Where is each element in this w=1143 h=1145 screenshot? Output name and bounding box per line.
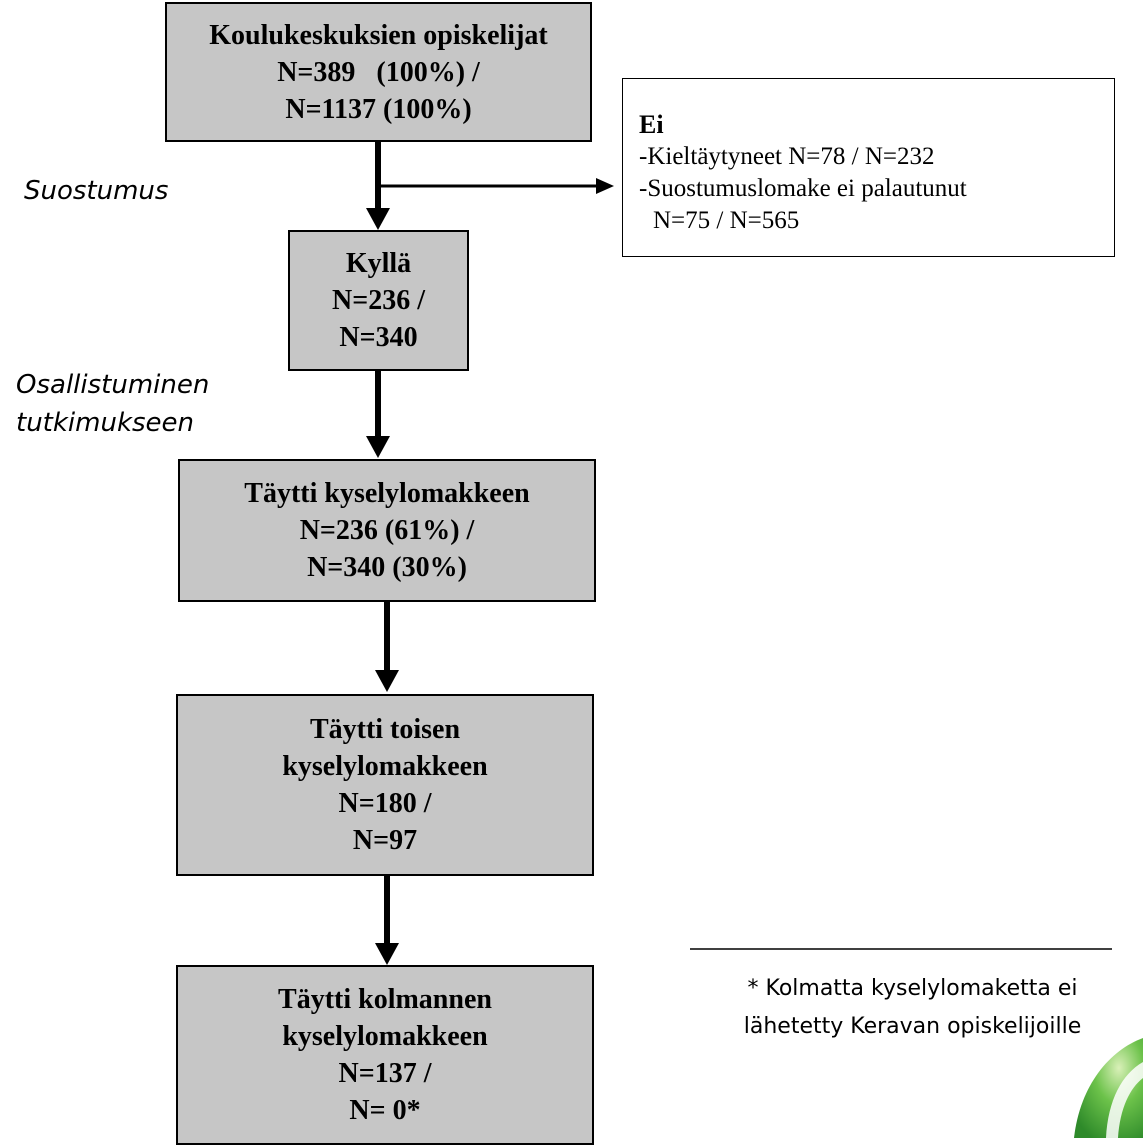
node-consented-count-a: N=236 / xyxy=(332,285,425,316)
arrow-branch-to-no-head xyxy=(596,178,614,194)
node-declined-not-returned-count: N=75 / N=565 xyxy=(653,207,800,234)
consent-label: Suostumus xyxy=(24,176,169,206)
node-survey-3: Täytti kolmannen kyselylomakkeen N=137 /… xyxy=(176,965,594,1145)
footnote-line2: lähetetty Keravan opiskelijoille xyxy=(743,1014,1082,1039)
node-consented: Kyllä N=236 / N=340 xyxy=(288,230,469,371)
node-survey-2-title: Täytti toisen xyxy=(309,714,461,745)
participation-label-line1: Osallistuminen xyxy=(16,370,210,400)
node-survey-1: Täytti kyselylomakkeen N=236 (61%) / N=3… xyxy=(178,459,596,602)
footnote-line1: * Kolmatta kyselylomaketta ei xyxy=(747,976,1078,1001)
node-consented-count-b: N=340 xyxy=(339,322,418,353)
node-all-students-count-b: N=1137 (100%) xyxy=(285,93,472,125)
node-survey-1-count-a: N=236 (61%) / xyxy=(299,515,475,546)
node-declined-title: Ei xyxy=(639,110,664,139)
arrow-start-to-yes-head xyxy=(366,208,390,230)
node-survey-3-count-a: N=137 / xyxy=(338,1058,432,1089)
node-survey-3-title: Täytti kolmannen xyxy=(278,984,492,1015)
node-survey-2-count-a: N=180 / xyxy=(338,788,432,819)
node-all-students: Koulukeskuksien opiskelijat N=389 (100%)… xyxy=(165,2,592,142)
arrow-survey2-to-survey3-head xyxy=(375,943,399,965)
participation-label: Osallistuminen tutkimukseen xyxy=(16,366,209,442)
node-survey-2: Täytti toisen kyselylomakkeen N=180 / N=… xyxy=(176,694,594,876)
arrow-yes-to-survey1-head xyxy=(366,436,390,458)
node-declined-refused: -Kieltäytyneet N=78 / N=232 xyxy=(639,143,935,170)
node-survey-3-subtitle: kyselylomakkeen xyxy=(282,1021,488,1052)
logo-fragment-icon xyxy=(1074,1038,1143,1138)
node-survey-1-count-b: N=340 (30%) xyxy=(307,552,467,583)
node-consented-title: Kyllä xyxy=(345,248,412,279)
node-declined-not-returned: -Suostumuslomake ei palautunut xyxy=(639,175,967,202)
node-all-students-title: Koulukeskuksien opiskelijat xyxy=(209,19,548,51)
node-declined: Ei -Kieltäytyneet N=78 / N=232 -Suostumu… xyxy=(622,78,1115,257)
node-all-students-count-a: N=389 (100%) / xyxy=(277,56,480,88)
arrow-survey1-to-survey2-head xyxy=(375,670,399,692)
node-survey-2-subtitle: kyselylomakkeen xyxy=(282,751,488,782)
node-survey-3-count-b: N= 0* xyxy=(349,1095,421,1126)
node-survey-2-count-b: N=97 xyxy=(352,825,418,856)
footnote: * Kolmatta kyselylomaketta ei lähetetty … xyxy=(690,970,1135,1046)
node-survey-1-title: Täytti kyselylomakkeen xyxy=(244,478,530,509)
participation-label-line2: tutkimukseen xyxy=(16,408,195,438)
